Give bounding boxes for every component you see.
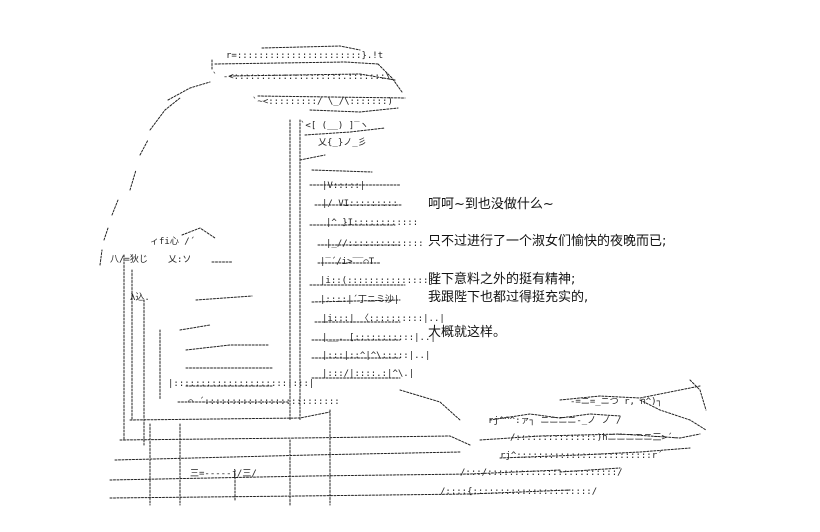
svg-text:乂{_}ノ_彡: 乂{_}ノ_彡 — [318, 137, 367, 148]
svg-text:|^ }I::::::::::::: |^ }I:::::::::::: — [326, 218, 418, 228]
dialogue-line: 陛下意料之外的挺有精神; — [428, 272, 576, 287]
svg-text:八/=狄じ: 八/=狄じ — [110, 253, 148, 265]
svg-text:/:::/::::::::::::::::::::::::/: /:::/::::::::::::::::::::::::/ — [460, 468, 623, 478]
svg-text:r=:::::::::::::::::::::::}.!t: r=:::::::::::::::::::::::}.!t — [226, 51, 383, 61]
svg-text:|:::::::::::::::::::::::::|: |:::::::::::::::::::::::::| — [168, 379, 314, 389]
svg-text:⌒ ´:::::::::::::::::::::::::: ⌒ ´::::::::::::::::::::::::: — [188, 396, 340, 407]
dialogue-line: 大概就这样。 — [428, 325, 507, 340]
svg-text:|V:::::|: |V:::::| — [322, 181, 365, 191]
dialogue-line: 我跟陛下也都过得挺充实的, — [428, 290, 589, 305]
svg-text:/:::::::::::::::)hニニニニニ三>´-: /:::::::::::::::)hニニニニニ三>´- — [510, 432, 678, 443]
svg-text:乂:ソ: 乂:ソ — [168, 255, 191, 265]
svg-text:λ込.: λ込. — [130, 292, 150, 303]
svg-text:rj^:::::::::::::::::::::::::r´: rj^:::::::::::::::::::::::::r´ — [500, 450, 663, 461]
svg-text:|__. [:::::::::::|..|: |__. [:::::::::::|..| — [322, 333, 436, 343]
svg-text:|‾´/i>‾‾⌒T: |‾´/i>‾‾⌒T — [320, 256, 375, 267]
svg-text:|:::/|::::.:|^\.|: |:::/|::::.:|^\.| — [322, 369, 414, 379]
svg-text:|_//::::::::::::::: |_//:::::::::::::: — [326, 239, 424, 249]
svg-text:/::::{::::::::::::::::::::::/: /::::{::::::::::::::::::::::/ — [440, 487, 597, 497]
dialogue-line: 呵呵~到也没做什么~ — [428, 197, 554, 212]
svg-text:rj^^^:ァ┐ ニニニニ-_ノ ノ /: rj^^^:ァ┐ ニニニニ-_ノ ノ / — [488, 416, 621, 426]
svg-text:ィfi心 /´: ィfi心 /´ — [150, 236, 195, 247]
svg-text:` -<::::::::::::::::::::.:::::: ` -<::::::::::::::::::::.:::::::\ — [212, 71, 391, 82]
svg-text:|::::|´丁ニミ沙|: |::::|´丁ニミ沙| — [320, 294, 399, 305]
svg-text:三=-----j/三/: 三=-----j/三/ — [190, 469, 257, 479]
svg-text:`~<:::::::::/ \_/\:::::::): `~<:::::::::/ \_/\:::::::) — [252, 96, 393, 107]
svg-text:|i::(:::::::::::::::j]: |i::(:::::::::::::::j] — [320, 276, 439, 286]
svg-text:|/ VI:::::::::: |/ VI::::::::: — [322, 199, 398, 209]
svg-text:`<[ (__) ]‾ヽ: `<[ (__) ]‾ヽ — [300, 120, 369, 131]
dialogue-text: 呵呵~到也没做什么~ 只不过进行了一个淑女们愉快的夜晚而已; 陛下意料之外的挺有… — [428, 0, 808, 532]
svg-text:|i:::| 〈::::::::::|..|: |i:::| 〈::::::::::|..| — [322, 313, 445, 324]
dialogue-line: 只不过进行了一个淑女们愉快的夜晚而已; — [428, 234, 667, 249]
svg-text:|:::|::^|^\:::::|..|: |:::|::^|^\:::::|..| — [322, 351, 430, 361]
svg-text:-=ニ=_ニつ r, ∩^)┐: -=ニ=_ニつ r, ∩^)┐ — [570, 397, 662, 407]
